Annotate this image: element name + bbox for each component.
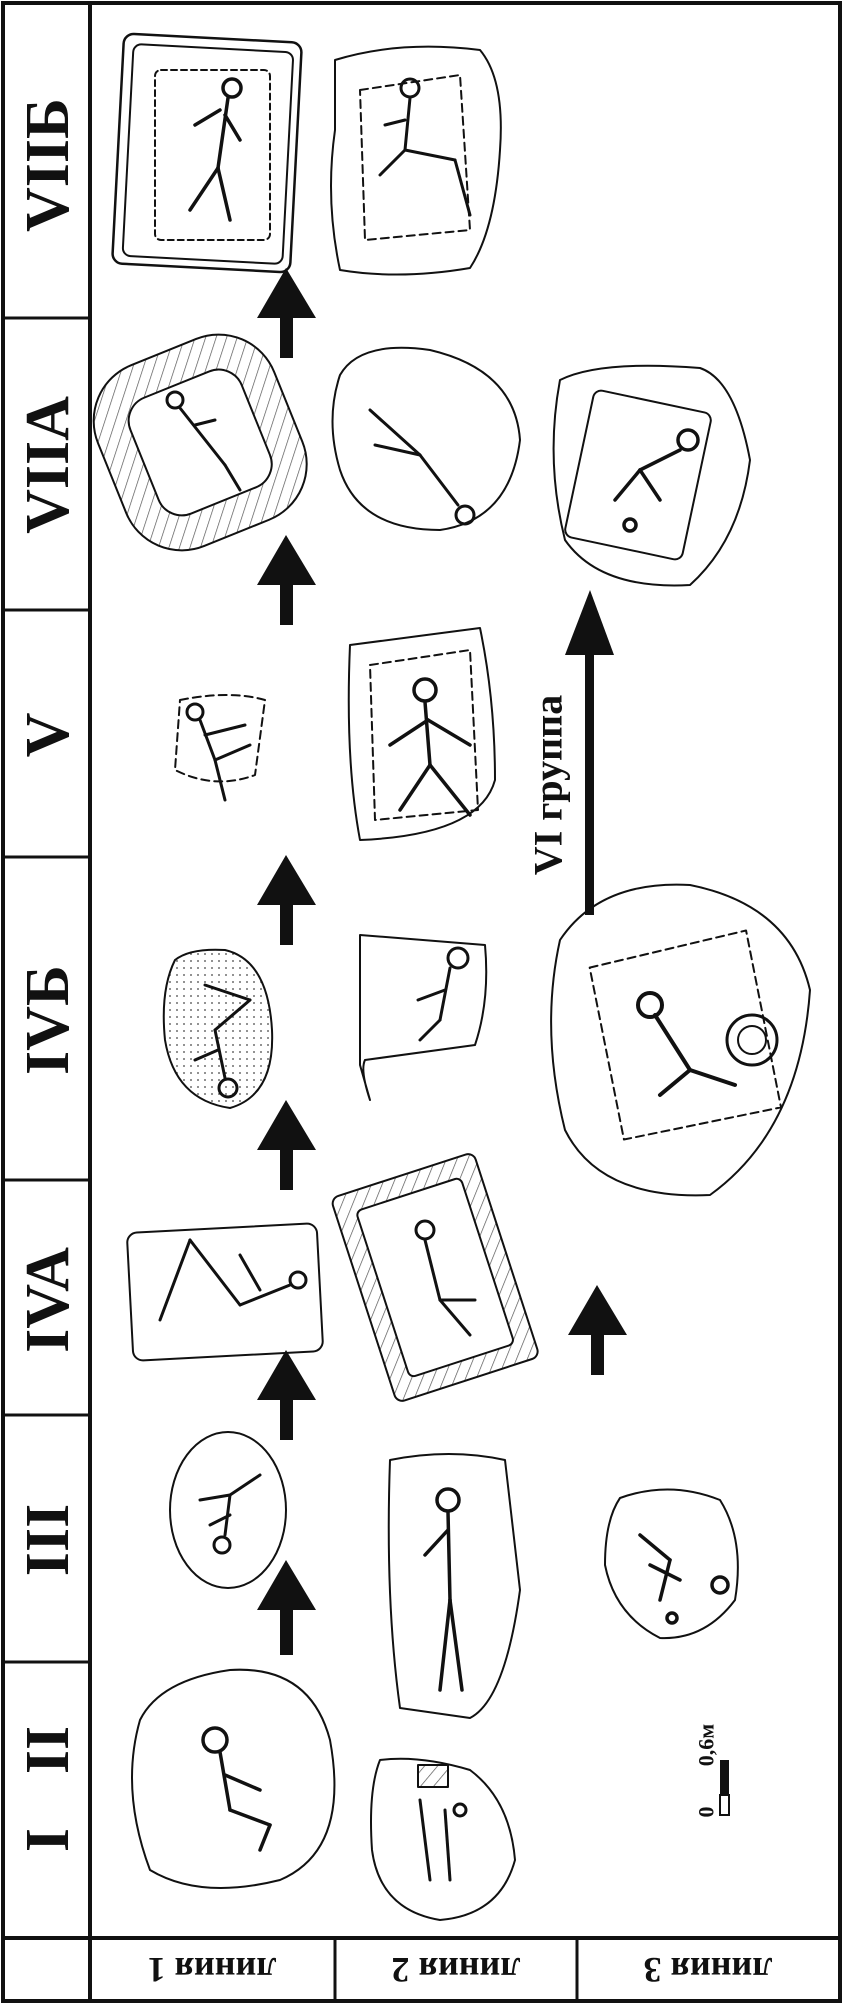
column-label-iii: III: [14, 1504, 82, 1576]
column-label-viib: VIIБ: [14, 98, 82, 232]
skeleton-icon: [638, 993, 735, 1095]
grave-v-line1: [175, 695, 265, 800]
skeleton-icon: [190, 79, 241, 220]
grave-ivb-line3: [551, 885, 810, 1196]
skeleton-icon: [390, 679, 470, 815]
table-frame: [3, 3, 840, 2001]
row-labels: линия 1 линия 2 линия 3: [148, 1950, 773, 1990]
grave-iii-line1: [170, 1432, 286, 1588]
arrow-up-icon: [257, 1350, 316, 1440]
grave-viib-line1: [112, 33, 302, 272]
skeleton-icon: [370, 410, 474, 524]
column-label-iva: IVA: [14, 1247, 82, 1353]
skeleton-icon: [640, 1535, 728, 1623]
arrow-up-icon: [257, 268, 316, 358]
column-label-i: I: [14, 1828, 82, 1852]
grave-ivb-line2: [360, 935, 486, 1100]
row-label-2: линия 2: [392, 1950, 521, 1990]
arrows: [257, 268, 627, 1655]
group-label: VI группа: [526, 695, 571, 875]
grave-iva-line2: [331, 1152, 540, 1403]
skeleton-icon: [425, 1489, 462, 1690]
arrow-up-icon: [257, 535, 316, 625]
grave-viia-line2: [333, 348, 521, 530]
skeleton-icon: [420, 1800, 466, 1880]
skeleton-icon: [418, 948, 468, 1040]
skeleton-icon: [200, 1475, 260, 1553]
column-label-v: V: [14, 712, 82, 757]
scale-bar: 0 0,6м: [694, 1724, 730, 1818]
grave-viia-line3: [554, 366, 750, 586]
column-label-ii: II: [14, 1726, 82, 1774]
arrow-up-icon: [257, 855, 316, 945]
skeleton-icon: [203, 1728, 270, 1850]
grave-iii-line2: [389, 1454, 520, 1718]
row-label-1: линия 1: [148, 1950, 277, 1990]
vessel-icon: [727, 1015, 777, 1065]
arrow-up-icon: [257, 1100, 316, 1190]
arrow-up-icon: [257, 1560, 316, 1655]
grave-ii-line2: [371, 1759, 515, 1920]
skeleton-icon: [187, 704, 250, 800]
skeleton-icon: [160, 1240, 306, 1320]
scale-zero-label: 0: [694, 1807, 719, 1818]
arrow-up-icon: [568, 1285, 627, 1375]
row-label-3: линия 3: [644, 1950, 773, 1990]
column-label-viia: VIIA: [14, 396, 82, 534]
skeleton-icon: [615, 430, 698, 531]
grave-i-line1: [132, 1670, 334, 1888]
grave-ivb-line1: [164, 950, 272, 1108]
grave-iii-line3: [605, 1489, 738, 1638]
column-headers: VIIБ VIIA V IVБ IVA III II I: [14, 98, 82, 1852]
grave-v-line2: [349, 628, 495, 840]
skeleton-icon: [380, 79, 470, 215]
group-arrow-icon: [565, 590, 614, 915]
grave-drawings: [76, 33, 810, 1920]
grave-iva-line1: [127, 1223, 323, 1361]
grave-viib-line2: [331, 47, 501, 275]
scale-value-label: 0,6м: [694, 1724, 719, 1767]
column-label-ivb: IVБ: [14, 965, 82, 1075]
